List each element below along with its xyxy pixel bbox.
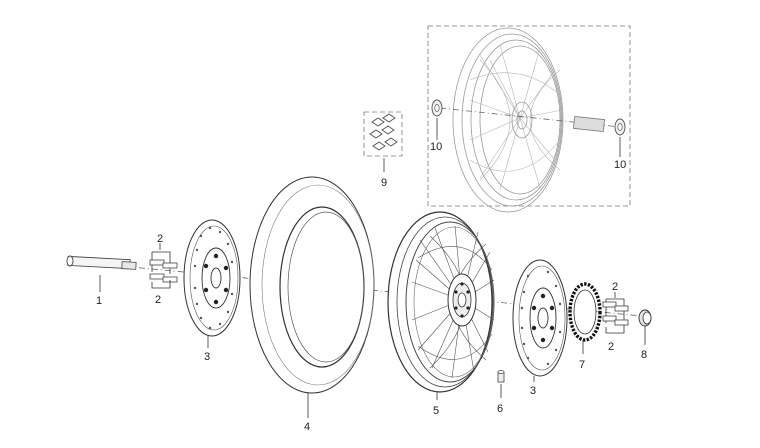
right-disc-bolts: 2 2 [602,281,629,353]
left-disc-bolts: 2 2 [149,233,178,306]
callout-3-right: 3 [530,385,536,397]
callout-1: 1 [96,295,102,307]
callout-3-left: 3 [204,351,210,363]
balance-weights: 9 [363,111,403,189]
callout-10-right: 10 [614,159,626,171]
callout-2-left-top: 2 [157,233,163,245]
right-brake-disc: 3 [512,259,568,397]
callout-8: 8 [641,349,647,361]
inset-wheel [452,27,564,213]
inset-wheel-detail: 10 10 [427,25,631,213]
inset-frame [427,25,631,207]
callout-2-right-bottom: 2 [608,341,614,353]
valve-stem: 6 [497,370,505,415]
callout-10-left: 10 [430,141,442,153]
axle: 1 [66,255,137,307]
sprocket-ring: 7 [568,282,602,371]
callout-2-right-top: 2 [612,281,618,293]
inset-bearing-right [614,118,626,136]
wheel-spacer: 8 [638,309,652,361]
inset-spacer-tube [573,116,605,132]
inset-bearing-left [431,99,443,117]
left-brake-disc: 3 [183,219,241,363]
axis-centerline [99,263,653,318]
callout-5: 5 [433,405,439,417]
tire: 4 [249,176,375,433]
callout-4: 4 [304,421,310,433]
callout-7: 7 [579,359,585,371]
callout-6: 6 [497,403,503,415]
spoked-wheel: 5 [387,211,495,417]
callout-9: 9 [381,177,387,189]
callout-2-left-bottom: 2 [155,294,161,306]
